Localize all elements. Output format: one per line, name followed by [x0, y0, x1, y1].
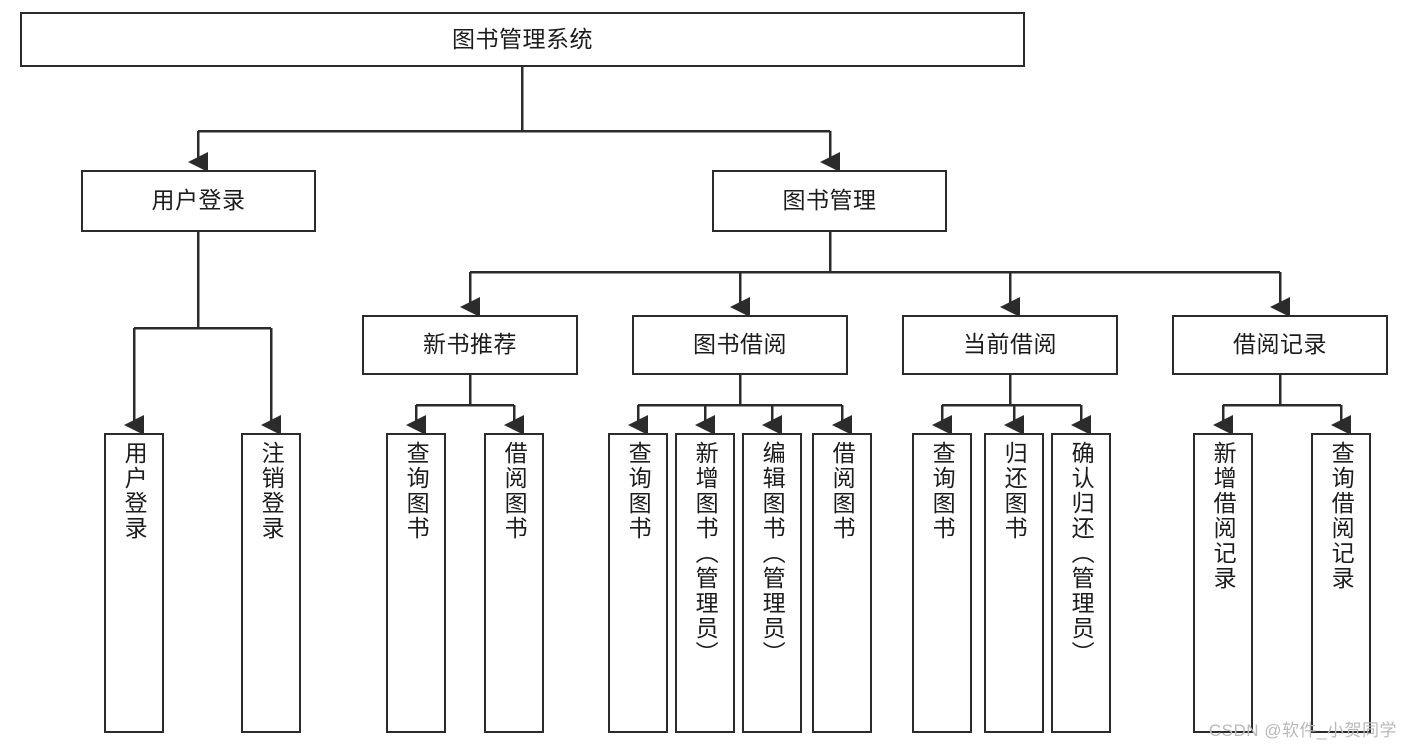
node-new-book-recommendation[interactable]: 新书推荐	[362, 315, 578, 375]
node-leaf-query-book-1[interactable]: 查询图书	[386, 433, 446, 733]
node-label: 查询图书	[625, 441, 652, 541]
csdn-watermark: CSDN @软件_小贺同学	[1208, 721, 1397, 740]
node-user-login[interactable]: 用户登录	[81, 170, 316, 232]
node-leaf-return-book[interactable]: 归还图书	[984, 433, 1044, 733]
node-label: 图书借阅	[693, 331, 787, 358]
node-label: 新书推荐	[423, 331, 517, 358]
node-leaf-query-book-2[interactable]: 查询图书	[608, 433, 668, 733]
node-label: 图书管理系统	[452, 25, 593, 52]
node-label: 图书管理	[782, 187, 877, 214]
node-label: 用户登录	[121, 441, 148, 541]
node-label: 借阅图书	[501, 441, 528, 541]
node-label: 查询图书	[403, 441, 430, 541]
node-leaf-user-logout[interactable]: 注销登录	[241, 433, 301, 733]
node-label: 查询借阅记录	[1328, 441, 1355, 591]
node-label: 用户登录	[151, 187, 246, 214]
node-leaf-query-borrow-record[interactable]: 查询借阅记录	[1311, 433, 1371, 733]
node-label: 注销登录	[258, 441, 285, 541]
node-label: 确认归还（管理员）	[1068, 441, 1095, 666]
node-label: 借阅图书	[829, 441, 856, 541]
node-book-management[interactable]: 图书管理	[712, 170, 947, 232]
node-root-system[interactable]: 图书管理系统	[20, 12, 1025, 67]
node-leaf-add-borrow-record[interactable]: 新增借阅记录	[1193, 433, 1253, 733]
node-label: 借阅记录	[1233, 331, 1327, 358]
node-leaf-add-book-admin[interactable]: 新增图书（管理员）	[675, 433, 735, 733]
node-leaf-edit-book-admin[interactable]: 编辑图书（管理员）	[742, 433, 802, 733]
node-leaf-user-login[interactable]: 用户登录	[104, 433, 164, 733]
node-leaf-borrow-book-2[interactable]: 借阅图书	[812, 433, 872, 733]
node-label: 归还图书	[1001, 441, 1028, 541]
node-leaf-borrow-book-1[interactable]: 借阅图书	[484, 433, 544, 733]
node-book-borrowing[interactable]: 图书借阅	[632, 315, 848, 375]
node-current-borrowing[interactable]: 当前借阅	[902, 315, 1118, 375]
node-label: 新增图书（管理员）	[692, 441, 719, 666]
node-label: 新增借阅记录	[1210, 441, 1237, 591]
node-label: 编辑图书（管理员）	[759, 441, 786, 666]
node-label: 当前借阅	[963, 331, 1057, 358]
node-leaf-confirm-return-admin[interactable]: 确认归还（管理员）	[1051, 433, 1111, 733]
node-borrowing-record[interactable]: 借阅记录	[1172, 315, 1388, 375]
node-label: 查询图书	[929, 441, 956, 541]
node-leaf-query-book-3[interactable]: 查询图书	[912, 433, 972, 733]
